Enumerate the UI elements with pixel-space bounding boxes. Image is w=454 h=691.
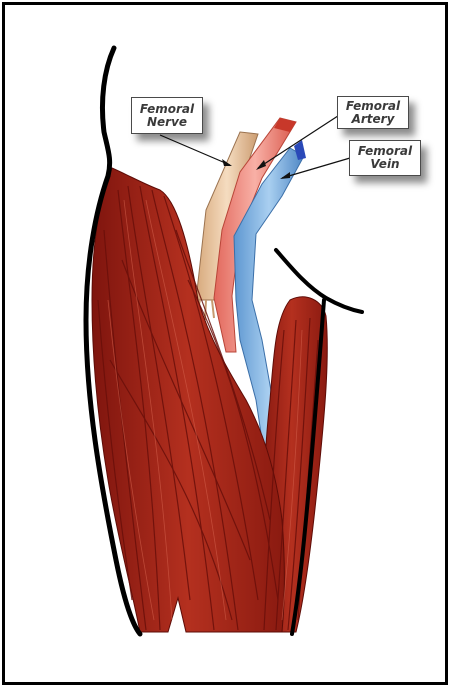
nerve-leader-line <box>160 135 230 165</box>
femoral-artery-label-line1: Femoral <box>338 100 408 113</box>
femoral-artery-label-line2: Artery <box>338 113 408 126</box>
femoral-nerve-label-line2: Nerve <box>132 116 202 129</box>
femoral-nerve-label-line1: Femoral <box>132 103 202 116</box>
femoral-artery-label: Femoral Artery <box>337 96 409 129</box>
femoral-nerve-label: Femoral Nerve <box>131 97 203 134</box>
femoral-vein-label: Femoral Vein <box>349 140 421 176</box>
femoral-vein-label-line2: Vein <box>350 158 420 171</box>
